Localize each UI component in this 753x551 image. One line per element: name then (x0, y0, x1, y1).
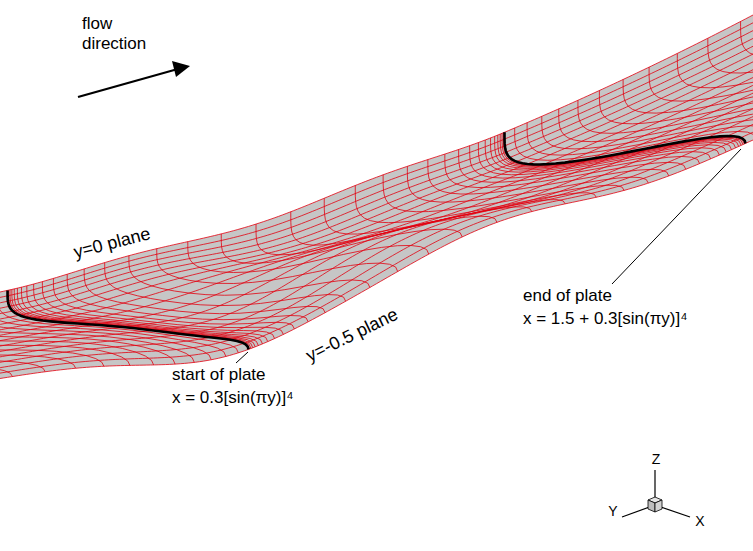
plate-edge-line (8, 290, 249, 349)
callout-label: start of plate (172, 365, 266, 385)
mesh-line (0, 0, 753, 368)
surface-mesh (0, 0, 753, 394)
surface-fill (0, 0, 753, 394)
formula-label: x = 0.3[sin(πy)]⁴ (172, 388, 294, 408)
mesh-line (0, 0, 753, 340)
flow-arrow-head (172, 61, 190, 77)
mesh-line (0, 0, 753, 394)
mesh-line (0, 0, 753, 374)
mesh-line (599, 91, 753, 124)
mesh-line (0, 0, 753, 389)
mesh-line (741, 19, 753, 57)
annotations (78, 61, 741, 517)
mesh-line (0, 326, 45, 372)
plane-label: y=-0.5 plane (303, 304, 402, 366)
mesh-line (157, 249, 398, 284)
mesh-line (0, 0, 753, 384)
flow-arrow-shaft (78, 70, 176, 98)
leader-line (612, 149, 741, 284)
leader-line (236, 352, 248, 363)
mesh-line (22, 287, 263, 344)
callout-label: end of plate (523, 286, 612, 306)
axis-label: X (695, 513, 704, 529)
axis-label: Z (652, 451, 661, 467)
mesh-line (0, 330, 12, 377)
plane-label: y=0 plane (71, 223, 152, 263)
mesh-line (0, 0, 753, 380)
mesh-line (0, 0, 753, 379)
formula-label: x = 1.5 + 0.3[sin(πy)]⁴ (523, 309, 688, 329)
axis-cube-side (655, 500, 662, 512)
mesh-line (0, 0, 753, 386)
mesh-line (0, 0, 753, 377)
mesh-line (0, 0, 753, 382)
mesh-line (0, 0, 753, 364)
plate-edge-line (505, 132, 746, 164)
flow-label: flow direction (82, 14, 164, 53)
axis-triad (622, 470, 690, 517)
axis-cube-side (648, 500, 655, 512)
mesh-line (0, 0, 753, 355)
mesh-line (542, 116, 753, 149)
mesh-line (0, 0, 753, 345)
axis-label: Y (608, 503, 617, 519)
